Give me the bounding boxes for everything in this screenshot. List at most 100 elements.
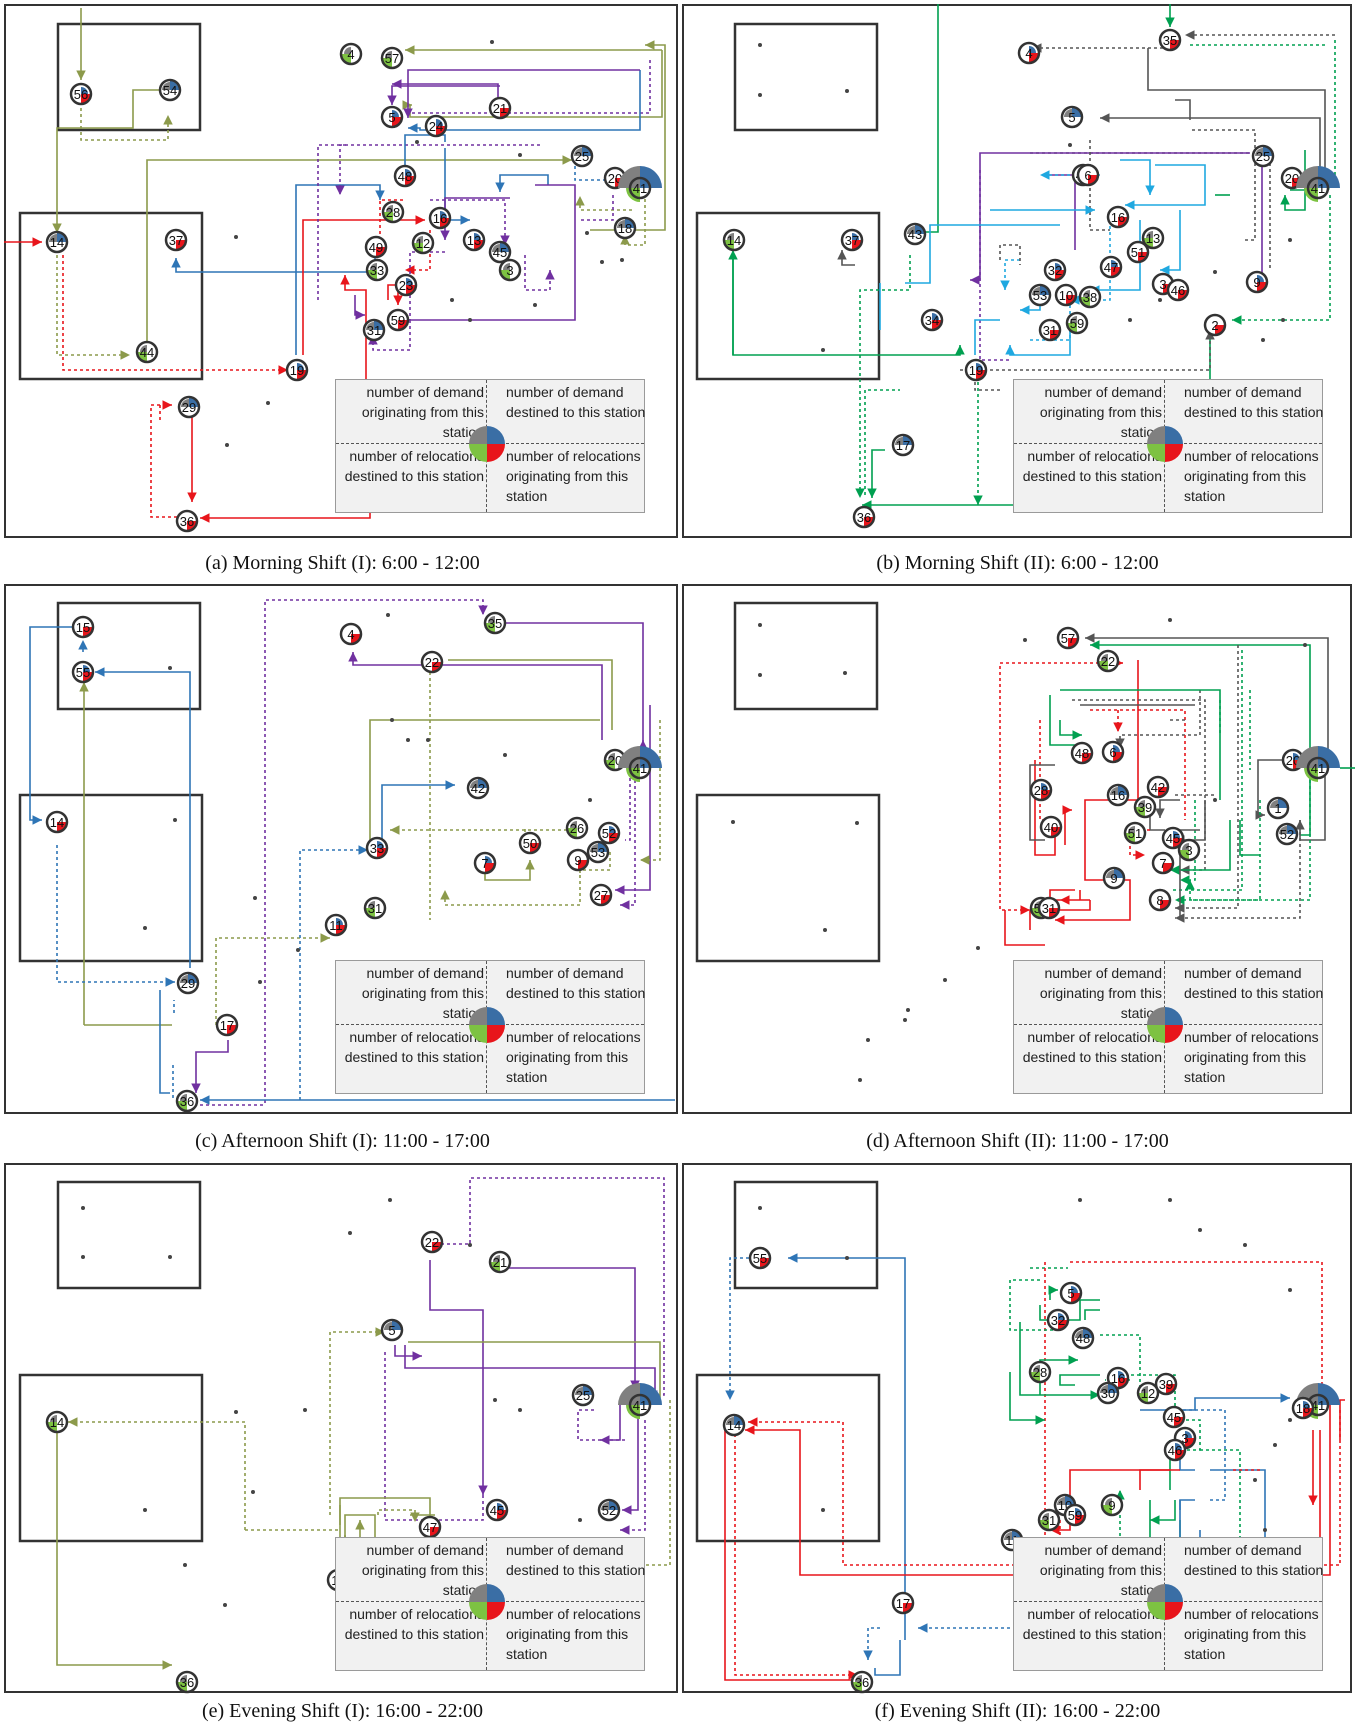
station-59[interactable]: 59 (1063, 1503, 1087, 1527)
station-7[interactable]: 7 (1151, 851, 1175, 875)
station-14[interactable]: 14 (45, 1410, 69, 1434)
station-6[interactable]: 6 (1076, 163, 1100, 187)
station-14[interactable]: 14 (45, 230, 69, 254)
station-11[interactable]: 11 (324, 913, 348, 937)
station-46[interactable]: 46 (1163, 1438, 1187, 1462)
station-2[interactable]: 2 (1203, 313, 1227, 337)
station-16[interactable]: 16 (1106, 205, 1130, 229)
station-9[interactable]: 9 (566, 848, 590, 872)
station-27[interactable]: 27 (589, 883, 613, 907)
station-14[interactable]: 14 (722, 1413, 746, 1437)
station-31[interactable]: 31 (362, 318, 386, 342)
station-17[interactable]: 17 (215, 1013, 239, 1037)
station-19[interactable]: 19 (285, 358, 309, 382)
station-42[interactable]: 42 (1146, 775, 1170, 799)
station-35[interactable]: 35 (1158, 28, 1182, 52)
station-59[interactable]: 59 (386, 308, 410, 332)
station-32[interactable]: 32 (1046, 1308, 1070, 1332)
station-14[interactable]: 14 (45, 810, 69, 834)
station-5[interactable]: 5 (1059, 1281, 1083, 1305)
station-14[interactable]: 14 (722, 228, 746, 252)
station-42[interactable]: 42 (466, 776, 490, 800)
station-17[interactable]: 17 (891, 433, 915, 457)
station-36[interactable]: 36 (852, 505, 876, 529)
station-4[interactable]: 4 (1017, 41, 1041, 65)
station-43[interactable]: 43 (903, 222, 927, 246)
station-45[interactable]: 45 (1162, 1405, 1186, 1429)
station-41[interactable]: 41 (1296, 746, 1340, 782)
station-51[interactable]: 51 (1126, 240, 1150, 264)
station-10[interactable]: 10 (1053, 1493, 1077, 1517)
station-49[interactable]: 49 (364, 235, 388, 259)
station-30[interactable]: 30 (1096, 1381, 1120, 1405)
station-9[interactable]: 9 (1245, 270, 1269, 294)
station-13[interactable]: 13 (462, 228, 486, 252)
station-51[interactable]: 51 (1123, 821, 1147, 845)
station-41[interactable]: 41 (618, 1383, 662, 1419)
station-19[interactable]: 19 (964, 358, 988, 382)
station-45[interactable]: 45 (1161, 826, 1185, 850)
station-5[interactable]: 5 (380, 1318, 404, 1342)
station-50[interactable]: 50 (518, 831, 542, 855)
station-54[interactable]: 54 (158, 78, 182, 102)
station-55[interactable]: 55 (71, 660, 95, 684)
station-16[interactable]: 16 (1106, 783, 1130, 807)
station-24[interactable]: 24 (424, 114, 448, 138)
station-36[interactable]: 36 (175, 1089, 199, 1113)
station-34[interactable]: 34 (920, 308, 944, 332)
station-6[interactable]: 6 (1101, 740, 1125, 764)
station-41[interactable]: 41 (618, 746, 662, 782)
station-29[interactable]: 29 (176, 971, 200, 995)
station-22[interactable]: 22 (420, 650, 444, 674)
station-39[interactable]: 39 (1133, 795, 1157, 819)
station-47[interactable]: 47 (1099, 255, 1123, 279)
station-17[interactable]: 17 (891, 1591, 915, 1615)
station-28[interactable]: 28 (381, 200, 405, 224)
station-48[interactable]: 48 (1070, 741, 1094, 765)
station-3[interactable]: 3 (1177, 838, 1201, 862)
station-16[interactable]: 16 (428, 206, 452, 230)
station-59[interactable]: 59 (1065, 311, 1089, 335)
station-52[interactable]: 52 (597, 821, 621, 845)
station-46[interactable]: 46 (1166, 278, 1190, 302)
station-48[interactable]: 48 (1071, 1326, 1095, 1350)
station-12[interactable]: 12 (1136, 1381, 1160, 1405)
station-31[interactable]: 31 (363, 896, 387, 920)
station-37[interactable]: 37 (840, 228, 864, 252)
station-21[interactable]: 21 (488, 1250, 512, 1274)
station-35[interactable]: 35 (483, 611, 507, 635)
station-47[interactable]: 47 (418, 1515, 442, 1539)
station-1[interactable]: 1 (1266, 796, 1290, 820)
station-21[interactable]: 21 (488, 96, 512, 120)
station-9[interactable]: 9 (1100, 1493, 1124, 1517)
station-39[interactable]: 39 (1154, 1372, 1178, 1396)
station-45[interactable]: 45 (485, 1498, 509, 1522)
station-8[interactable]: 8 (1148, 888, 1172, 912)
station-15[interactable]: 15 (71, 615, 95, 639)
station-4[interactable]: 4 (339, 42, 363, 66)
station-41[interactable]: 41 (1296, 166, 1340, 202)
station-5[interactable]: 5 (1060, 105, 1084, 129)
station-25[interactable]: 25 (570, 144, 594, 168)
station-9[interactable]: 9 (1102, 866, 1126, 890)
station-57[interactable]: 57 (380, 46, 404, 70)
station-20[interactable]: 20 (1281, 748, 1305, 772)
station-31[interactable]: 31 (1037, 896, 1061, 920)
station-31[interactable]: 31 (1038, 318, 1062, 342)
station-52[interactable]: 52 (1275, 822, 1299, 846)
station-26[interactable]: 26 (565, 816, 589, 840)
station-55[interactable]: 55 (748, 1246, 772, 1270)
station-22[interactable]: 22 (420, 1230, 444, 1254)
station-12[interactable]: 12 (411, 231, 435, 255)
station-25[interactable]: 25 (1251, 144, 1275, 168)
station-53[interactable]: 53 (586, 840, 610, 864)
station-4[interactable]: 4 (339, 622, 363, 646)
station-29[interactable]: 29 (177, 395, 201, 419)
station-33[interactable]: 33 (365, 258, 389, 282)
station-5[interactable]: 5 (380, 105, 404, 129)
station-18[interactable]: 18 (1291, 1396, 1315, 1420)
station-40[interactable]: 40 (1039, 815, 1063, 839)
station-10[interactable]: 10 (1054, 283, 1078, 307)
station-56[interactable]: 56 (69, 82, 93, 106)
station-23[interactable]: 23 (394, 273, 418, 297)
